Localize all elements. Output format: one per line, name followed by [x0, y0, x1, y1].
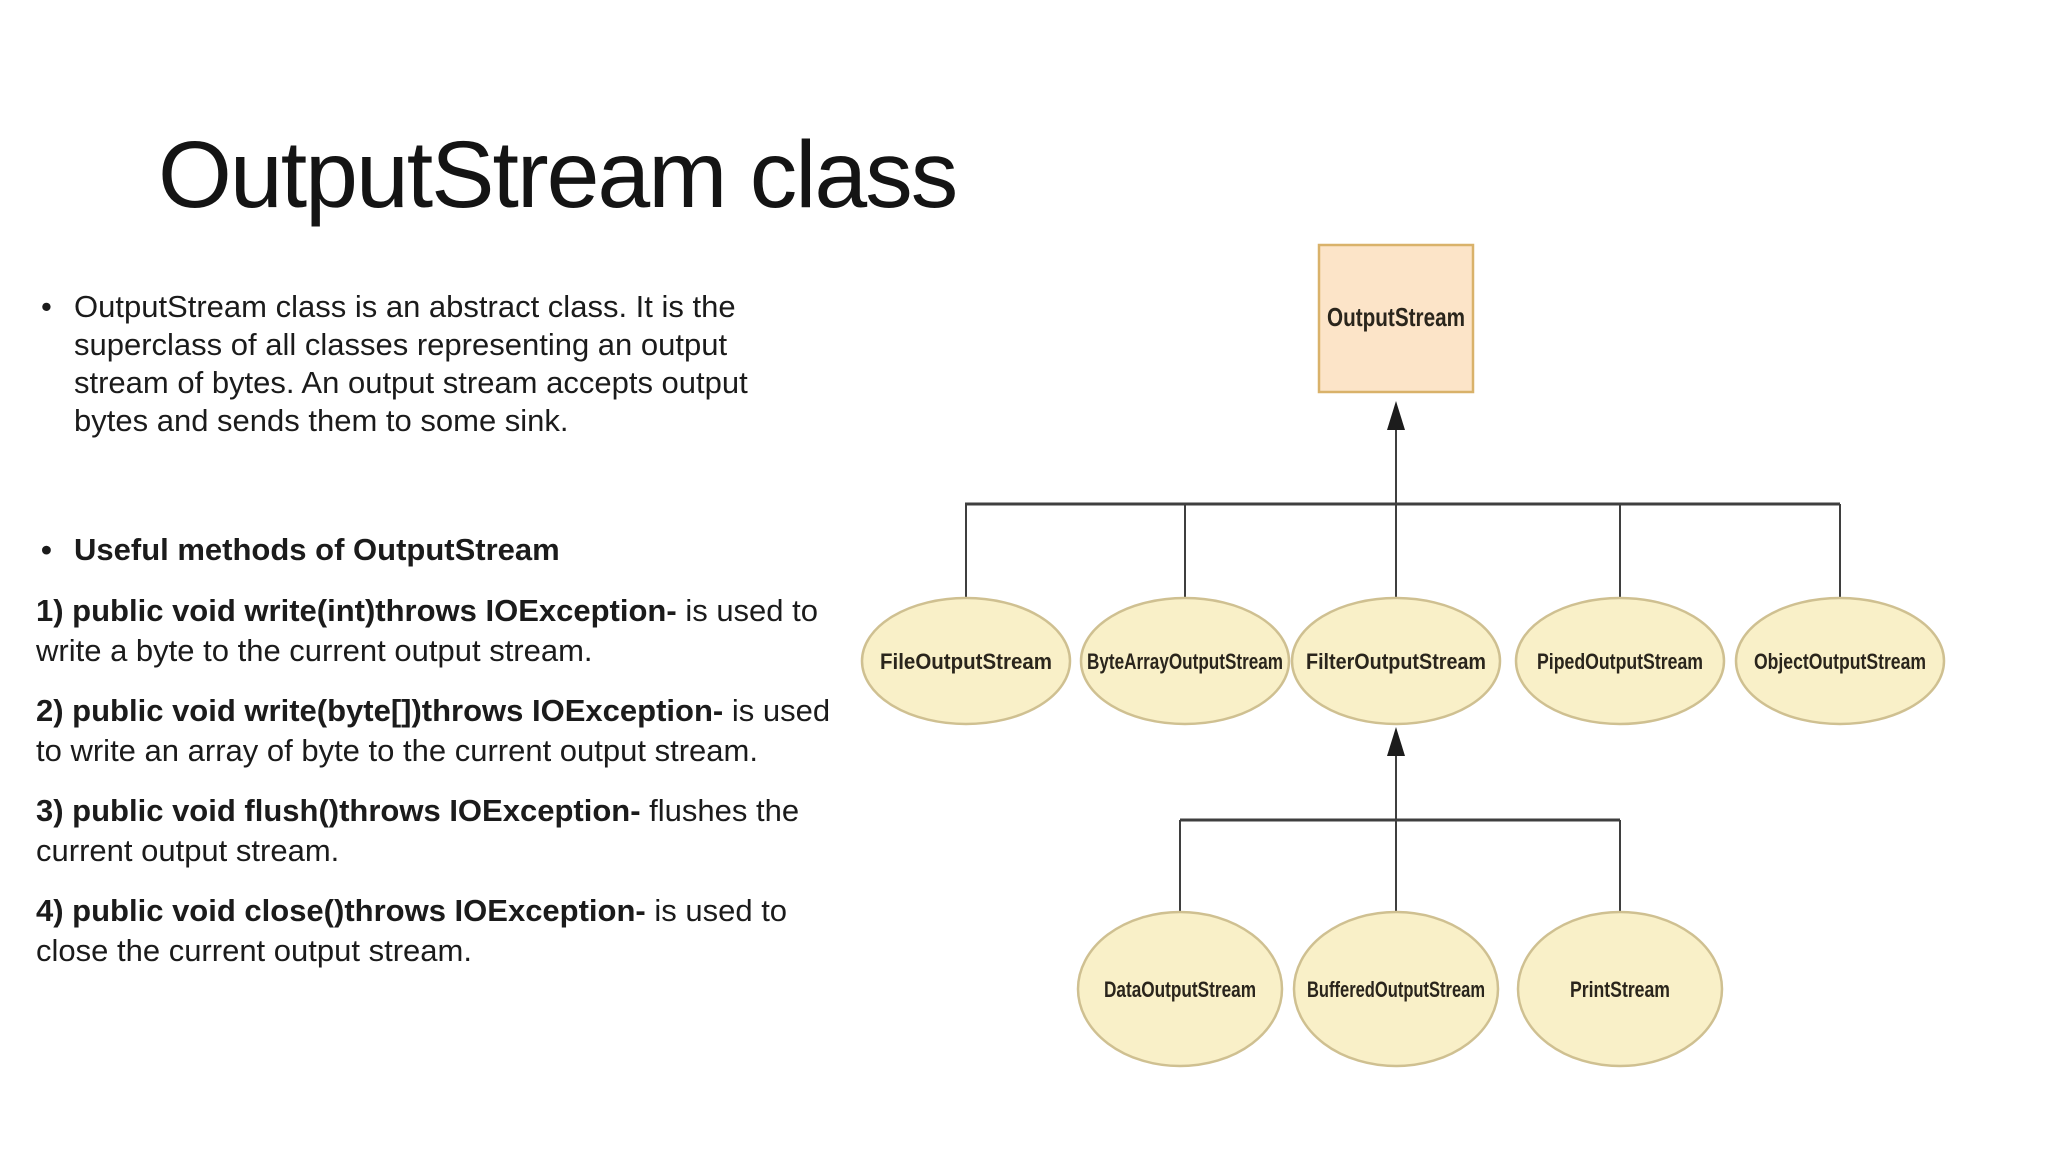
class-ellipse-bufferedoutputstream	[1292, 910, 1500, 1068]
outputstream-root-box	[1317, 243, 1475, 394]
method-description-line: current output stream.	[36, 833, 340, 868]
methods-list: 1) public void write(int)throws IOExcept…	[36, 591, 936, 971]
class-ellipse-pipedoutputstream	[1514, 596, 1726, 726]
method-item-close: 4) public void close()throws IOException…	[36, 891, 936, 971]
class-label-objectoutputstream: ObjectOutputStream	[1754, 649, 1926, 674]
intro-line: stream of bytes. An output stream accept…	[74, 365, 748, 400]
class-label-pipedoutputstream: PipedOutputStream	[1537, 649, 1703, 674]
root-class-label: OutputStream	[1327, 302, 1465, 332]
class-label-dataoutputstream: DataOutputStream	[1104, 977, 1256, 1002]
class-ellipse-fileoutputstream	[860, 596, 1072, 726]
method-description-line: to write an array of byte to the current…	[36, 733, 758, 768]
class-ellipse-objectoutputstream	[1734, 596, 1946, 726]
method-signature: 2) public void write(byte[])throws IOExc…	[36, 693, 724, 728]
method-item-flush: 3) public void flush()throws IOException…	[36, 791, 936, 871]
method-item-write-int: 1) public void write(int)throws IOExcept…	[36, 591, 936, 671]
class-label-fileoutputstream: FileOutputStream	[880, 649, 1052, 674]
page-title: OutputStream class	[158, 122, 958, 228]
slide-body-text: • OutputStream class is an abstract clas…	[36, 288, 936, 991]
methods-heading-bullet-item: • Useful methods of OutputStream	[36, 531, 936, 569]
arrow-up-icon	[1387, 727, 1405, 756]
intro-line: OutputStream class is an abstract class.…	[74, 289, 736, 324]
intro-text: OutputStream class is an abstract class.…	[74, 288, 748, 440]
intro-line: superclass of all classes representing a…	[74, 327, 728, 362]
intro-line: bytes and sends them to some sink.	[74, 403, 569, 438]
class-ellipse-filteroutputstream	[1290, 596, 1502, 726]
method-description: is used to	[676, 593, 819, 628]
class-label-printstream: PrintStream	[1570, 977, 1670, 1002]
method-description: flushes the	[640, 793, 800, 828]
class-label-bytearrayoutputstream: ByteArrayOutputStream	[1087, 649, 1283, 674]
bullet-icon: •	[41, 289, 52, 324]
method-description: is used	[723, 693, 831, 728]
method-description-line: write a byte to the current output strea…	[36, 633, 593, 668]
method-signature: 4) public void close()throws IOException…	[36, 893, 646, 928]
class-label-bufferedoutputstream: BufferedOutputStream	[1307, 977, 1485, 1002]
class-ellipse-dataoutputstream	[1076, 910, 1284, 1068]
methods-heading-text: Useful methods of OutputStream	[74, 532, 560, 567]
method-description: is used to	[645, 893, 788, 928]
method-description-line: close the current output stream.	[36, 933, 472, 968]
intro-bullet-item: • OutputStream class is an abstract clas…	[36, 288, 936, 440]
method-signature: 1) public void write(int)throws IOExcept…	[36, 593, 677, 628]
class-ellipse-bytearrayoutputstream	[1079, 596, 1291, 726]
class-ellipse-printstream	[1516, 910, 1724, 1068]
method-signature: 3) public void flush()throws IOException…	[36, 793, 641, 828]
class-label-filteroutputstream: FilterOutputStream	[1306, 649, 1486, 674]
method-item-write-bytearray: 2) public void write(byte[])throws IOExc…	[36, 691, 936, 771]
bullet-icon: •	[41, 532, 52, 567]
arrow-up-icon	[1387, 401, 1405, 430]
